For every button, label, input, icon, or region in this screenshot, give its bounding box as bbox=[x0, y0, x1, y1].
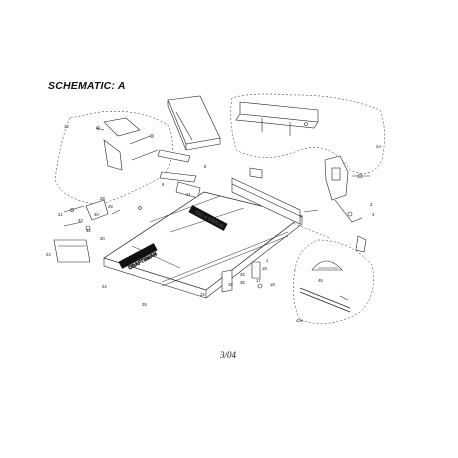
switch-bracket-part bbox=[324, 155, 370, 223]
schematic-title: SCHEMATIC: A bbox=[48, 80, 126, 92]
right-rail-part bbox=[235, 101, 319, 136]
callout-6: 6 bbox=[162, 182, 165, 187]
callout-16: 16 bbox=[228, 282, 233, 287]
group-outline-right bbox=[230, 93, 385, 174]
callout-33: 33 bbox=[78, 218, 83, 223]
callout-21: 21 bbox=[58, 212, 63, 217]
revision-date: 3/04 bbox=[220, 350, 237, 360]
callout-2a: 2A bbox=[376, 144, 381, 149]
callout-29: 29 bbox=[108, 204, 113, 209]
rear-rail-part bbox=[167, 95, 221, 151]
group-outline-left bbox=[54, 111, 173, 206]
group-outline-leader bbox=[289, 221, 331, 239]
callout-34: 34 bbox=[240, 272, 245, 277]
left-hardware-part bbox=[63, 199, 142, 231]
callout-4: 4 bbox=[372, 212, 375, 217]
callout-20: 20 bbox=[100, 236, 105, 241]
callout-14: 14 bbox=[64, 124, 69, 129]
left-bracket-part bbox=[95, 117, 159, 171]
callout-3: 3 bbox=[370, 202, 373, 207]
callout-22: 22 bbox=[200, 292, 205, 297]
rip-fence-part bbox=[231, 167, 319, 225]
callout-45: 45 bbox=[318, 278, 323, 283]
front-clamp-part bbox=[221, 261, 263, 293]
miter-gauge-part bbox=[299, 235, 367, 313]
callout-24: 24 bbox=[102, 284, 107, 289]
callout-25: 25 bbox=[142, 302, 147, 307]
callout-30: 30 bbox=[94, 212, 99, 217]
callout-43a: 43A bbox=[296, 318, 304, 323]
callout-1: 1 bbox=[266, 258, 269, 263]
foot-pad-part bbox=[53, 239, 91, 263]
callout-18: 18 bbox=[270, 282, 275, 287]
callout-17: 17 bbox=[256, 278, 261, 283]
callout-35: 35 bbox=[240, 280, 245, 285]
callout-23: 23 bbox=[46, 252, 51, 257]
callout-28: 28 bbox=[100, 196, 105, 201]
callout-19: 19 bbox=[262, 266, 267, 271]
table-base-part: CRAFTSMAN CRAFTSMAN bbox=[103, 191, 303, 299]
callout-41: 41 bbox=[186, 192, 191, 197]
callout-32: 32 bbox=[86, 228, 91, 233]
callout-8: 8 bbox=[204, 164, 207, 169]
link-plate-part bbox=[157, 149, 201, 199]
group-outline-miter bbox=[293, 239, 374, 324]
